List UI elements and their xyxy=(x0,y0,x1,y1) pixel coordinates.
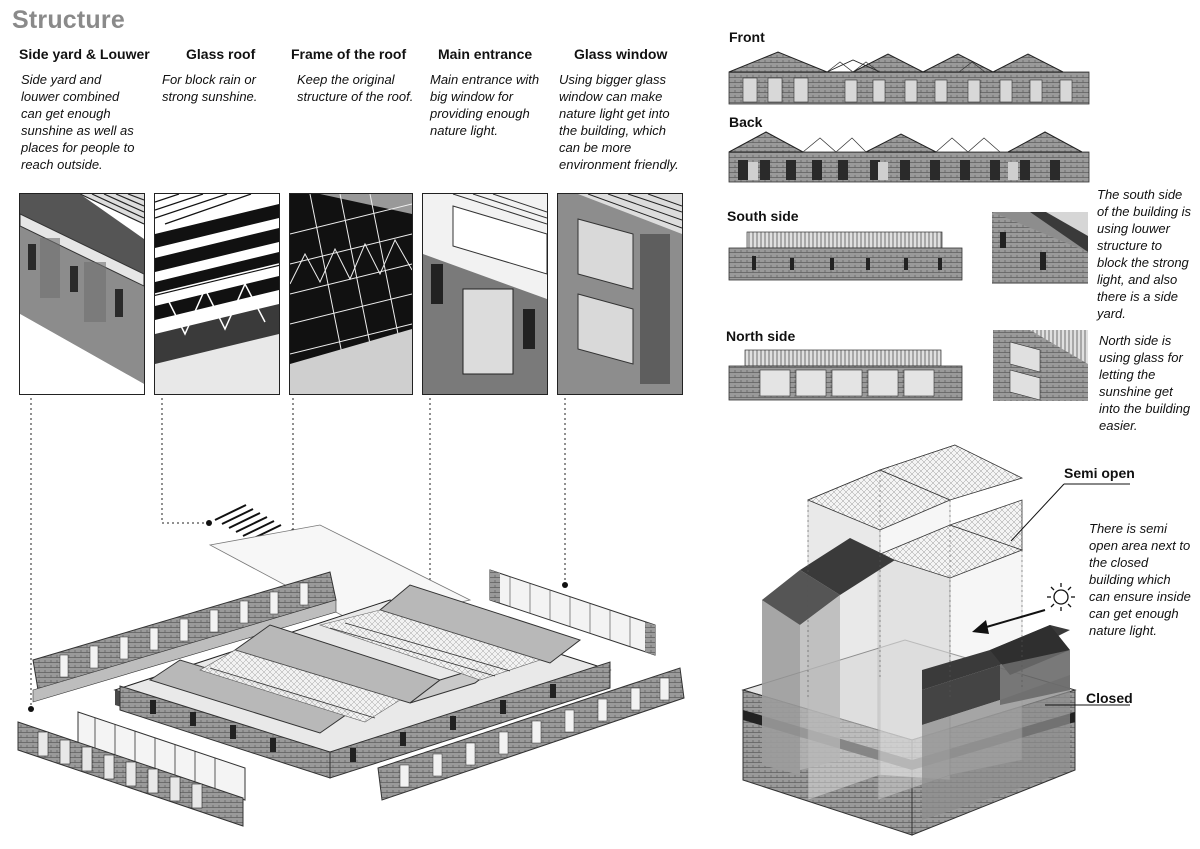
text-main-entrance: Main entrance with big window for provid… xyxy=(430,72,540,138)
north-detail-thumb xyxy=(993,330,1088,401)
heading-roof-frame: Frame of the roof xyxy=(291,46,407,62)
heading-side-yard: Side yard & Louwer xyxy=(19,46,150,62)
north-elevation xyxy=(728,349,963,401)
label-south: South side xyxy=(727,208,799,224)
label-back: Back xyxy=(729,114,763,130)
label-semi-open: Semi open xyxy=(1064,465,1135,481)
front-elevation xyxy=(728,51,1090,105)
note-north: North side is using glass for letting th… xyxy=(1099,333,1191,433)
note-south: The south side of the building is using … xyxy=(1097,187,1191,321)
heading-main-entrance: Main entrance xyxy=(438,46,533,62)
south-detail-thumb xyxy=(992,212,1088,284)
arrow-icon xyxy=(972,609,1046,634)
detail-roof-frame xyxy=(289,193,413,395)
detail-main-entrance xyxy=(422,193,548,395)
label-closed: Closed xyxy=(1086,690,1133,706)
text-glass-window: Using bigger glass window can make natur… xyxy=(559,72,679,172)
sun-icon xyxy=(1047,583,1075,611)
exploded-axonometric xyxy=(17,504,685,827)
back-elevation xyxy=(728,131,1090,183)
note-semi-open: There is semi open area next to the clos… xyxy=(1089,521,1191,638)
page-title: Structure xyxy=(12,6,125,34)
label-front: Front xyxy=(729,29,765,45)
text-side-yard: Side yard and louwer combined can get en… xyxy=(21,72,135,172)
detail-glass-window xyxy=(557,193,683,395)
heading-glass-roof: Glass roof xyxy=(186,46,256,62)
detail-side-yard xyxy=(19,193,145,395)
semi-open-diagram xyxy=(741,444,1130,836)
text-glass-roof: For block rain or strong sunshine. xyxy=(162,72,258,104)
label-north: North side xyxy=(726,328,796,344)
south-elevation xyxy=(728,231,963,281)
text-roof-frame: Keep the original structure of the roof. xyxy=(297,72,414,104)
heading-glass-window: Glass window xyxy=(574,46,668,62)
detail-glass-roof xyxy=(154,193,280,395)
